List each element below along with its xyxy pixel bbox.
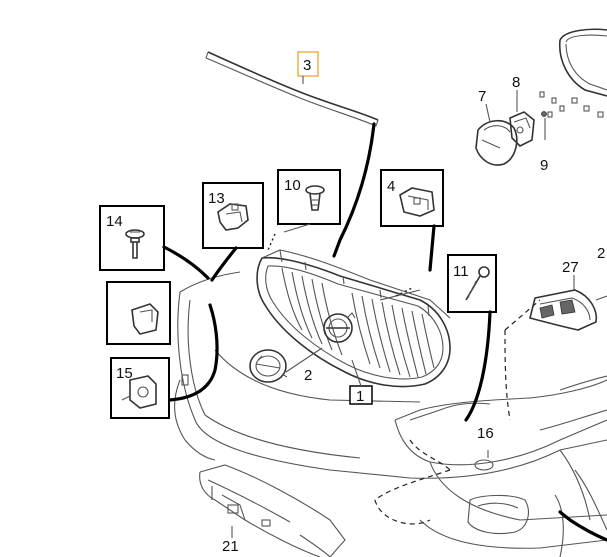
part-11-screw-box — [447, 254, 497, 313]
small-clips-array — [539, 91, 604, 118]
callout-labels: 1 2 3 4 7 8 9 10 11 13 14 15 16 21 27 2 — [106, 57, 605, 555]
part-21-bumper-reinforcement — [199, 464, 346, 557]
part-27-bracket — [529, 289, 607, 331]
callout-8: 8 — [512, 74, 520, 91]
callout-9: 9 — [540, 157, 548, 174]
part-8-lamp-bracket — [509, 111, 535, 147]
leader-lines-thin — [231, 76, 575, 538]
callout-4: 4 — [387, 178, 395, 195]
callout-13: 13 — [208, 190, 225, 207]
callout-10: 10 — [284, 177, 301, 194]
part-15-speed-nut-box — [110, 357, 170, 419]
callout-11: 11 — [453, 263, 469, 280]
part-3-trim-strip — [205, 51, 379, 127]
callout-2-right: 2 — [597, 245, 605, 262]
part-10-push-pin-box — [277, 169, 341, 225]
part-37-clip-box — [106, 281, 171, 345]
part-3-callout-box — [297, 51, 319, 77]
callout-15: 15 — [116, 365, 133, 382]
part-4-bracket-box — [380, 169, 444, 227]
part-1-grille — [256, 249, 451, 388]
callout-14: 14 — [106, 213, 123, 230]
bumper-cover — [173, 271, 607, 557]
callout-27: 27 — [562, 259, 579, 276]
leader-lines-bold — [162, 122, 607, 542]
callout-1: 1 — [356, 388, 364, 405]
part-13-clip-box — [202, 182, 264, 249]
grille-emblem — [323, 312, 356, 343]
callout-3: 3 — [303, 57, 311, 74]
headlamp-housing — [559, 28, 607, 97]
part-7-lamp-cover — [475, 119, 518, 166]
callout-21: 21 — [222, 538, 239, 555]
callout-7: 7 — [478, 88, 486, 105]
part-2-emblem — [249, 349, 287, 383]
callout-2: 2 — [304, 367, 312, 384]
grille-slats — [281, 267, 435, 378]
callout-16: 16 — [477, 425, 494, 442]
part-9-screw — [541, 111, 547, 117]
part-14-bolt-box — [99, 205, 165, 271]
